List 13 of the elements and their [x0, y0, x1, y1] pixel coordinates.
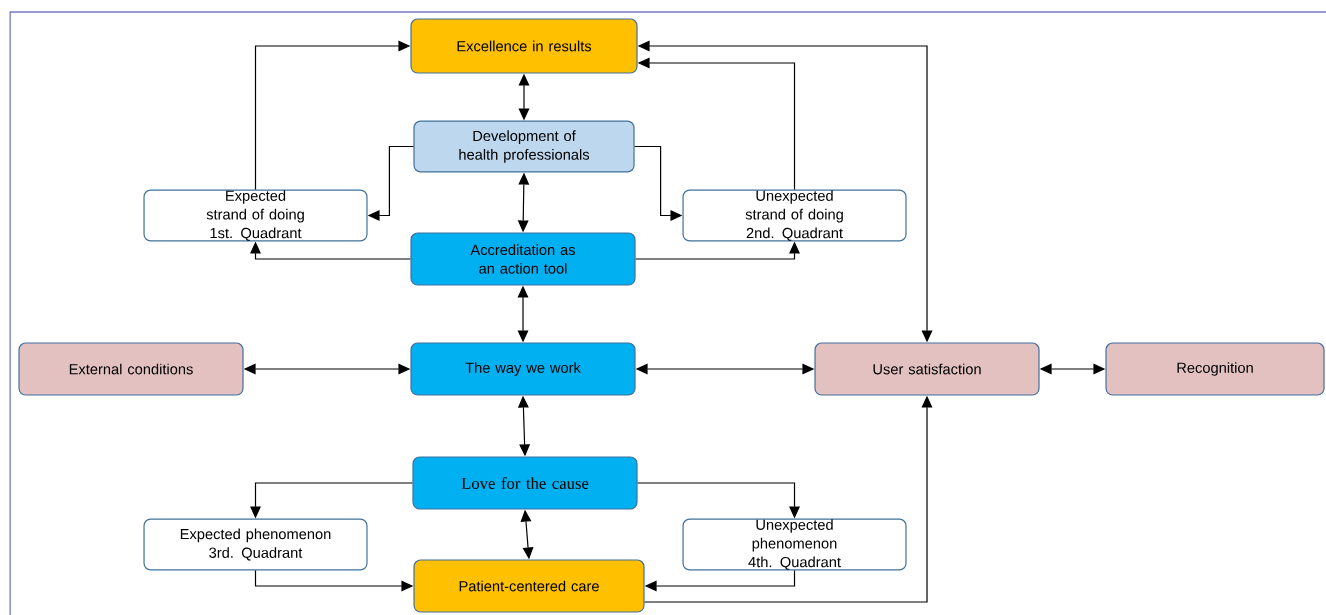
- factor-box: User satisfaction: [814, 342, 1040, 396]
- factor-box: External conditions: [18, 342, 244, 396]
- process-box: Accreditation as an action tool: [410, 232, 636, 286]
- factor-box: Recognition: [1105, 342, 1325, 396]
- result-box: Excellence in results: [410, 18, 638, 74]
- process-box: Development of health professionals: [413, 120, 635, 173]
- process-box: The way we work: [410, 342, 636, 396]
- result-box: Patient-centered care: [413, 559, 645, 613]
- quadrant-box: Unexpected phenomenon 4th. Quadrant: [682, 518, 907, 571]
- process-box: Love for the cause: [412, 456, 638, 510]
- quadrant-box: Expected strand of doing 1st. Quadrant: [143, 189, 368, 242]
- quadrant-box: Expected phenomenon 3rd. Quadrant: [143, 518, 368, 571]
- quadrant-box: Unexpected strand of doing 2nd. Quadrant: [682, 189, 907, 242]
